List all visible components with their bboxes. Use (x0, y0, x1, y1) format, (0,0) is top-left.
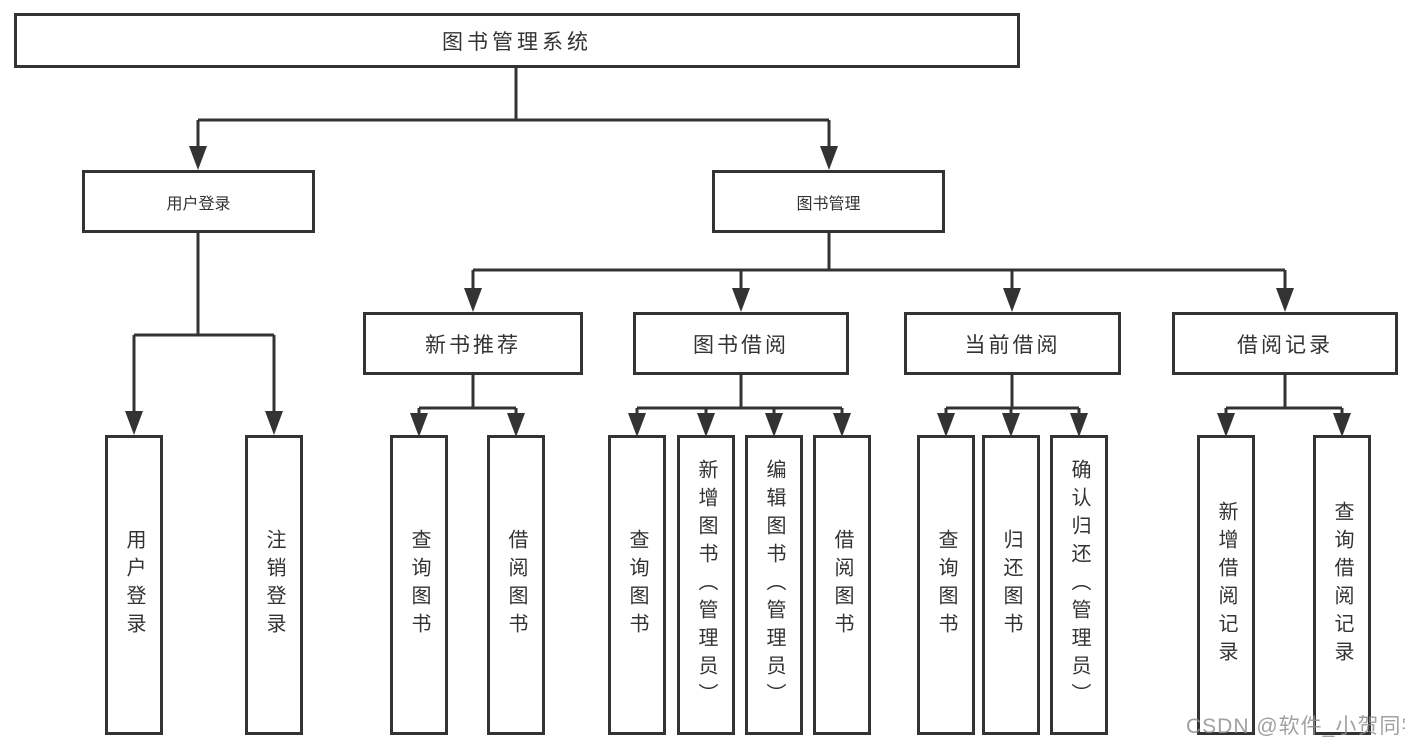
arrowhead-icon (732, 288, 750, 312)
arrowhead-icon (765, 413, 783, 437)
leaf-logout: 注销登录 (245, 435, 303, 735)
arrowhead-icon (125, 411, 143, 435)
leaf-label: 查询图书 (935, 529, 957, 641)
arrowhead-icon (833, 413, 851, 437)
connector-line (635, 375, 844, 415)
connector-lines (132, 68, 1344, 415)
connector-line (417, 375, 518, 415)
arrowhead-icon (1002, 413, 1020, 437)
leaf-borrow-books-borrowing: 借阅图书 (813, 435, 871, 735)
leaf-label: 借阅图书 (831, 529, 853, 641)
leaf-query-borrow-record: 查询借阅记录 (1313, 435, 1371, 735)
leaf-return-books: 归还图书 (982, 435, 1040, 735)
arrowhead-icon (820, 146, 838, 170)
node-new-book-recommend: 新书推荐 (363, 312, 583, 375)
leaf-label: 确认归还（管理员） (1068, 459, 1090, 711)
node-label: 用户登录 (166, 195, 231, 213)
node-user-login: 用户登录 (82, 170, 315, 233)
leaf-query-books-recommend: 查询图书 (390, 435, 448, 735)
leaf-borrow-books-recommend: 借阅图书 (487, 435, 545, 735)
connector-line (471, 233, 1287, 290)
leaf-label: 编辑图书（管理员） (763, 459, 785, 711)
arrowhead-icon (464, 288, 482, 312)
leaf-confirm-return-admin: 确认归还（管理员） (1050, 435, 1108, 735)
connector-line (1224, 373, 1344, 415)
leaf-label: 新增借阅记录 (1215, 501, 1237, 669)
leaf-add-book-admin: 新增图书（管理员） (677, 435, 735, 735)
node-current-borrowing: 当前借阅 (904, 312, 1121, 375)
connector-line (196, 68, 831, 148)
node-label: 当前借阅 (964, 333, 1061, 357)
arrowhead-icon (410, 413, 428, 437)
leaf-user-login: 用户登录 (105, 435, 163, 735)
arrowhead-icon (1217, 413, 1235, 437)
node-label: 新书推荐 (425, 333, 521, 357)
leaf-query-books-current: 查询图书 (917, 435, 975, 735)
leaf-label: 查询图书 (408, 529, 430, 641)
node-label: 借阅记录 (1237, 333, 1333, 357)
arrowhead-icon (1333, 413, 1351, 437)
leaf-query-books-borrowing: 查询图书 (608, 435, 666, 735)
leaf-edit-book-admin: 编辑图书（管理员） (745, 435, 803, 735)
node-root: 图书管理系统 (14, 13, 1020, 68)
node-label: 图书借阅 (693, 333, 789, 357)
arrowhead-icon (1070, 413, 1088, 437)
leaf-label: 用户登录 (123, 529, 145, 641)
connector-line (132, 233, 276, 413)
arrowhead-icon (507, 413, 525, 437)
arrowhead-icon (937, 413, 955, 437)
node-root-label: 图书管理系统 (442, 30, 592, 54)
node-borrowing-records: 借阅记录 (1172, 312, 1398, 375)
leaf-label: 查询图书 (626, 529, 648, 641)
node-book-borrowing: 图书借阅 (633, 312, 849, 375)
arrowhead-icon (265, 411, 283, 435)
arrowheads (125, 146, 1351, 437)
leaf-label: 归还图书 (1000, 529, 1022, 641)
arrowhead-icon (189, 146, 207, 170)
leaf-label: 查询借阅记录 (1331, 501, 1353, 669)
arrowhead-icon (628, 413, 646, 437)
arrowhead-icon (697, 413, 715, 437)
leaf-label: 新增图书（管理员） (695, 459, 717, 711)
leaf-label: 借阅图书 (505, 529, 527, 641)
connector-line (944, 375, 1081, 415)
arrowhead-icon (1003, 288, 1021, 312)
arrowhead-icon (1276, 288, 1294, 312)
leaf-add-borrow-record: 新增借阅记录 (1197, 435, 1255, 735)
watermark: CSDN @软件_小贺同学 (1186, 715, 1405, 738)
node-book-management: 图书管理 (712, 170, 945, 233)
leaf-label: 注销登录 (263, 529, 285, 641)
node-label: 图书管理 (796, 195, 861, 213)
